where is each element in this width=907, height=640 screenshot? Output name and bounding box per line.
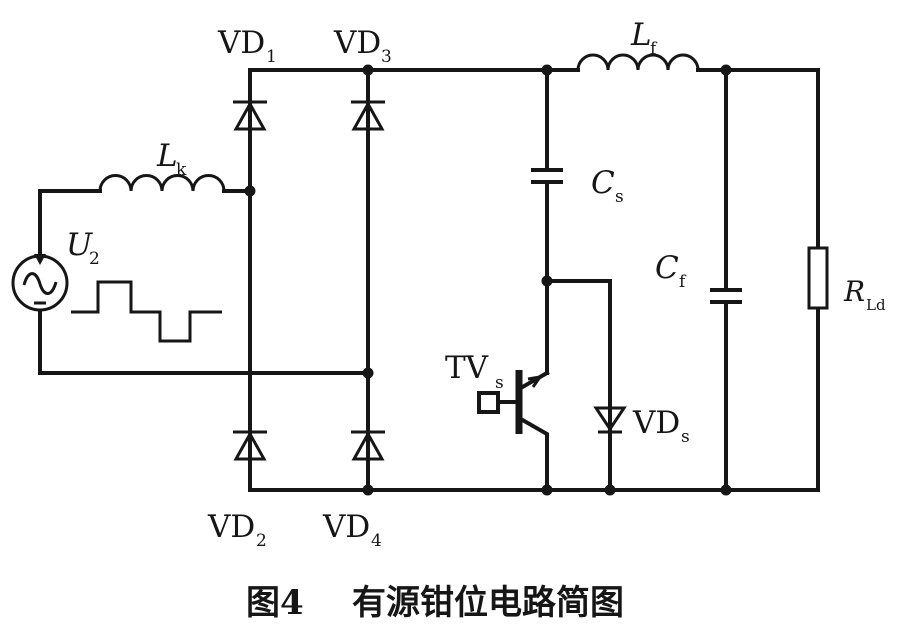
polarity-plus-mark: [34, 254, 46, 265]
clamp-diode-vds: VD s: [593, 405, 690, 447]
wire-source-bottom-lead: [38, 309, 370, 375]
square-wave-icon: [71, 280, 222, 343]
tvs-collector: [516, 370, 550, 392]
tvs-arrow-icon: [527, 375, 542, 388]
tvs-label-sub: s: [495, 373, 504, 393]
vds-label-sub: s: [681, 427, 690, 447]
source-label: U: [66, 227, 93, 263]
cs-label: C: [591, 165, 615, 201]
tvs-gate-square: [477, 391, 500, 414]
vd2-label: VD: [207, 509, 255, 545]
junction-dot: [362, 367, 374, 379]
vds-label: VD: [632, 405, 680, 441]
lk-coil: [98, 174, 226, 192]
vd3-label-sub: 3: [381, 47, 392, 67]
cs-label-sub: s: [615, 187, 624, 207]
wires: [38, 68, 820, 492]
lk-label: L: [156, 138, 178, 174]
rld-body: [807, 246, 829, 310]
ac-source-u2: U 2: [11, 227, 100, 312]
lf-label-sub: f: [650, 39, 658, 59]
figure-title: 有源钳位电路简图: [352, 583, 624, 623]
cf-label-sub: f: [679, 272, 687, 292]
vds-triangle: [593, 406, 627, 432]
junction-dot: [541, 64, 553, 76]
junction-dot: [604, 484, 616, 496]
rectifier-bridge: VD 1 VD 3 VD 2 VD 4: [207, 25, 392, 551]
diode-vd2: VD 2: [207, 430, 267, 551]
source-label-sub: 2: [89, 249, 100, 269]
vd4-label: VD: [322, 509, 370, 545]
vd1-label: VD: [217, 25, 265, 61]
junction-dot: [720, 64, 732, 76]
vd3-label: VD: [333, 25, 381, 61]
vd3-triangle: [351, 100, 385, 131]
lf-label: L: [630, 17, 652, 53]
load-resistor-rld: R Ld: [807, 246, 886, 314]
figure-caption: 图4 有源钳位电路简图: [246, 583, 624, 623]
vd2-triangle: [233, 430, 267, 461]
figure-number: 图4: [246, 583, 304, 623]
vd2-label-sub: 2: [256, 531, 267, 551]
junction-dot: [541, 275, 553, 287]
sine-wave-icon: [22, 272, 58, 295]
junction-dot: [720, 484, 732, 496]
diode-vd1: VD 1: [217, 25, 277, 131]
junction-dot: [244, 185, 256, 197]
rld-label: R: [843, 275, 865, 308]
vd1-triangle: [233, 100, 267, 131]
rld-label-sub: Ld: [866, 296, 886, 314]
vd4-triangle: [351, 430, 385, 461]
tvs-label: TV: [445, 350, 489, 386]
inductor-lk: L k: [98, 138, 226, 192]
lk-label-sub: k: [176, 160, 187, 180]
junction-dot: [362, 64, 374, 76]
filter-inductor-lf: L f: [576, 17, 700, 71]
vd1-label-sub: 1: [266, 47, 277, 67]
tvs-emitter: [516, 415, 549, 492]
clamp-transistor-tvs: TV s: [445, 350, 550, 492]
junction-dots: [244, 64, 732, 496]
lf-coil: [576, 53, 700, 71]
diode-vd3: VD 3: [333, 25, 392, 131]
clamp-capacitor-cs: C s: [531, 165, 624, 207]
vd4-label-sub: 4: [371, 531, 382, 551]
square-wave-trace: [71, 280, 222, 343]
junction-dot: [541, 484, 553, 496]
junction-dot: [362, 484, 374, 496]
cf-label: C: [655, 250, 679, 286]
filter-capacitor-cf: C f: [655, 250, 742, 304]
diode-vd4: VD 4: [322, 430, 385, 551]
